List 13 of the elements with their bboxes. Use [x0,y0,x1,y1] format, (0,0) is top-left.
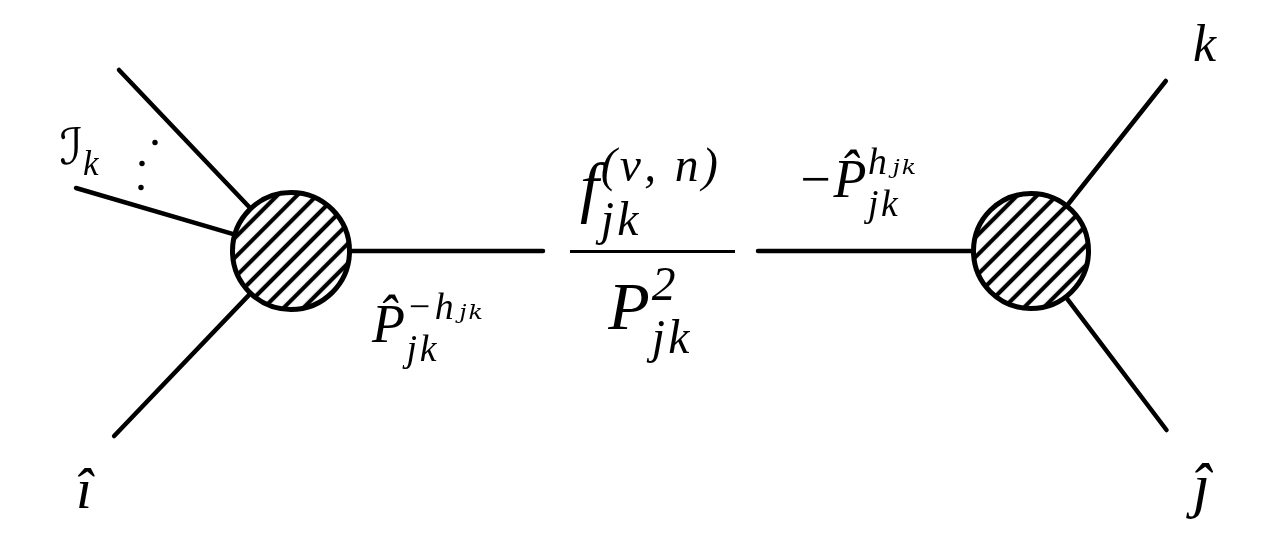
math-label: î [62,436,118,520]
line [755,248,974,254]
line [1066,78,1169,207]
hatched-circle [230,190,352,312]
line [1064,296,1169,433]
line [116,67,252,210]
hatched-circle [971,191,1091,311]
math-label: ĵ [1160,430,1222,520]
math-label: k [1162,14,1224,81]
line [111,292,252,439]
math-label: ℐ$_{k}$ [44,122,114,188]
line [73,185,235,237]
line [349,248,546,254]
